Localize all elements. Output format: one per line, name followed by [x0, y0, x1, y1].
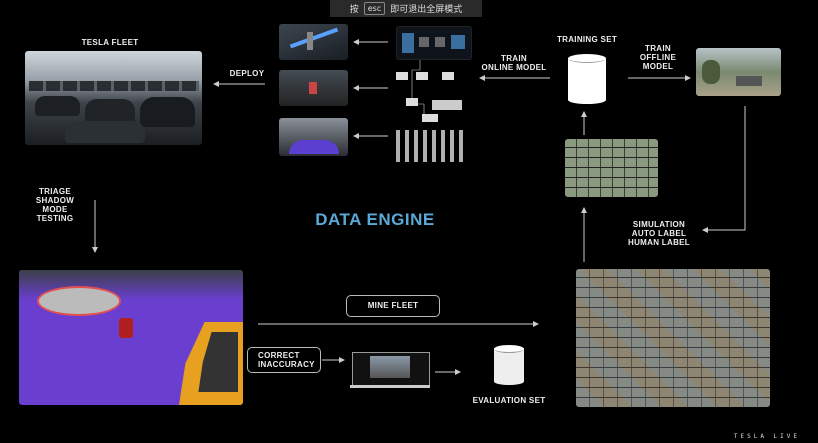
car — [65, 121, 145, 143]
laptop-icon — [350, 352, 430, 390]
deploy-thumb-3 — [279, 118, 348, 156]
car — [140, 97, 195, 127]
car — [35, 96, 80, 116]
network-diagram-1 — [396, 26, 472, 60]
auto-label-grid-small — [565, 139, 658, 197]
label-deploy: DEPLOY — [229, 69, 265, 78]
car — [85, 99, 135, 125]
fullscreen-exit-hint: 按 esc 即可退出全屏模式 — [330, 0, 482, 17]
label-train-offline: TRAIN OFFLINE MODEL — [639, 44, 677, 71]
label-triage: TRIAGE SHADOW MODE TESTING — [35, 187, 75, 223]
deploy-thumb-2 — [279, 70, 348, 106]
esc-key[interactable]: esc — [363, 2, 386, 15]
deploy-thumb-1 — [279, 24, 348, 60]
label-simulation: SIMULATION AUTO LABEL HUMAN LABEL — [628, 220, 690, 247]
arrow-offline-down — [702, 106, 746, 233]
ego-car-icon — [119, 318, 133, 338]
offline-model-image — [696, 48, 781, 96]
label-evaluation-set: EVALUATION SET — [472, 396, 546, 405]
network-diagram-2 — [392, 68, 474, 124]
diagram-title: DATA ENGINE — [315, 210, 435, 229]
mine-fleet-box: MINE FLEET — [346, 295, 440, 317]
mined-fleet-data-grid — [576, 269, 770, 407]
shadow-mode-visualization — [19, 270, 243, 405]
label-train-online: TRAIN ONLINE MODEL — [481, 54, 547, 72]
hint-suffix: 即可退出全屏模式 — [390, 5, 463, 15]
evaluation-set-database-icon — [494, 345, 524, 385]
tesla-fleet-image — [25, 51, 202, 145]
car-row-far — [29, 81, 199, 91]
tesla-live-branding: TESLA LIVE — [733, 433, 800, 440]
correct-inaccuracy-box: CORRECT INACCURACY — [247, 347, 321, 373]
network-diagram-3 — [394, 128, 470, 164]
label-tesla-fleet: TESLA FLEET — [81, 38, 139, 47]
roundabout — [37, 286, 121, 316]
hint-prefix: 按 — [349, 5, 359, 15]
training-set-database-icon — [568, 54, 606, 104]
label-training-set: TRAINING SET — [556, 35, 618, 44]
